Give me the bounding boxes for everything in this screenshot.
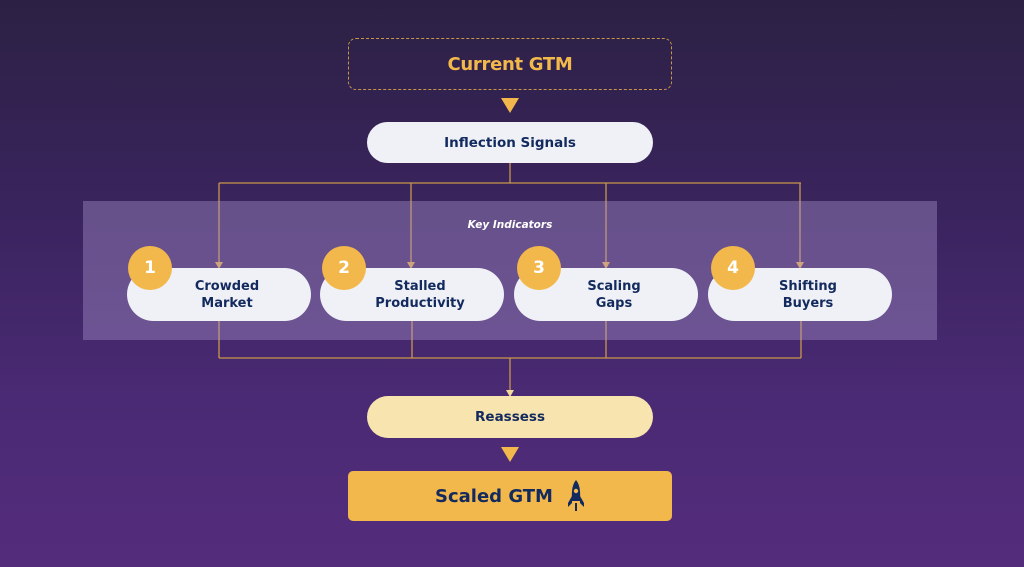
arrowhead-2 bbox=[407, 262, 415, 269]
number-badge-1: 1 bbox=[128, 246, 172, 290]
number-badge-2: 2 bbox=[322, 246, 366, 290]
down-arrow-icon bbox=[501, 447, 519, 462]
reassess-label: Reassess bbox=[475, 409, 545, 425]
indicator-label: Scaling Gaps bbox=[571, 278, 640, 312]
indicator-line2: Gaps bbox=[595, 295, 633, 311]
indicator-label: Crowded Market bbox=[179, 278, 259, 312]
arrowhead-3 bbox=[602, 262, 610, 269]
indicator-line2: Buyers bbox=[782, 295, 834, 311]
arrowhead-reassess bbox=[506, 390, 514, 397]
indicator-line1: Stalled bbox=[394, 278, 446, 294]
indicator-label: Stalled Productivity bbox=[359, 278, 464, 312]
scaled-gtm-node: Scaled GTM bbox=[348, 471, 672, 521]
number-badge-3: 3 bbox=[517, 246, 561, 290]
down-arrow-icon bbox=[501, 98, 519, 113]
indicator-label: Shifting Buyers bbox=[763, 278, 837, 312]
number-badge-4: 4 bbox=[711, 246, 755, 290]
rocket-icon bbox=[567, 480, 584, 511]
inflection-signals-node: Inflection Signals bbox=[367, 122, 653, 163]
indicator-line1: Scaling bbox=[587, 278, 641, 294]
current-gtm-label: Current GTM bbox=[447, 53, 573, 75]
arrowhead-1 bbox=[215, 262, 223, 269]
indicator-line2: Productivity bbox=[375, 295, 465, 311]
indicator-line2: Market bbox=[201, 295, 253, 311]
scaled-gtm-label: Scaled GTM bbox=[435, 485, 553, 507]
indicator-line1: Crowded bbox=[194, 278, 260, 294]
inflection-signals-label: Inflection Signals bbox=[444, 134, 576, 151]
reassess-node: Reassess bbox=[367, 396, 653, 438]
key-indicators-label: Key Indicators bbox=[467, 219, 553, 231]
current-gtm-node: Current GTM bbox=[348, 38, 672, 90]
indicator-line1: Shifting bbox=[779, 278, 837, 294]
arrowhead-4 bbox=[796, 262, 804, 269]
